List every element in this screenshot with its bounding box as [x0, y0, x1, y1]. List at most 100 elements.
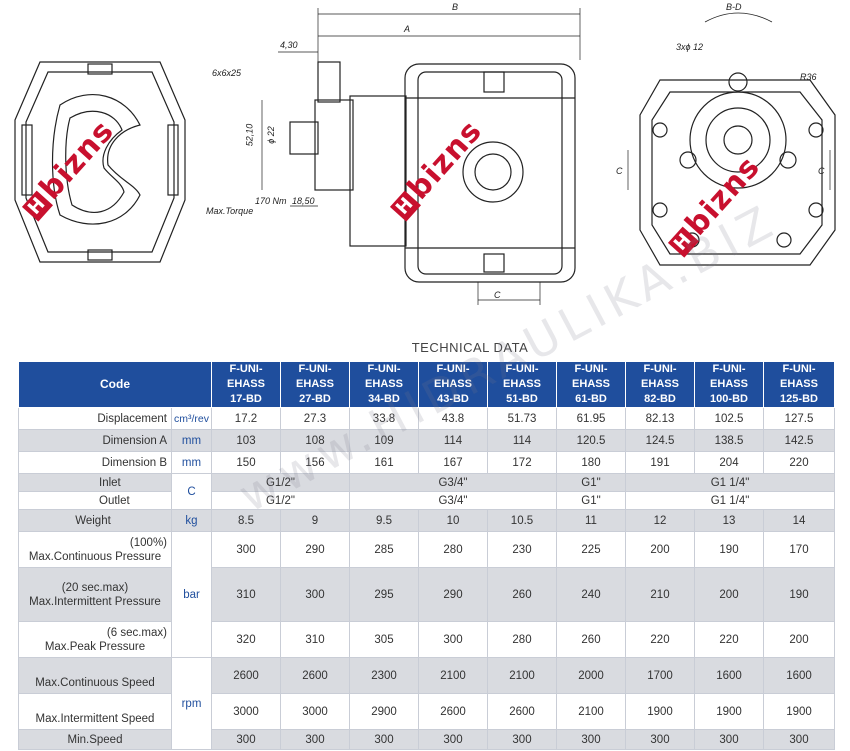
dim-a-label: A	[404, 24, 411, 34]
table-cell: 300	[418, 729, 488, 750]
table-cell: 300	[487, 729, 557, 750]
row-label: (100%)Max.Continuous Pressure	[18, 531, 172, 568]
table-cell: 300	[211, 729, 281, 750]
row-label: Inlet	[18, 473, 172, 492]
table-cell: 300	[349, 729, 419, 750]
dim-430-label: 4,30	[280, 40, 298, 50]
table-cell: 2100	[556, 693, 626, 730]
table-cell: 114	[487, 429, 557, 452]
row-label: (20 sec.max)Max.Intermittent Pressure	[18, 567, 172, 622]
table-cell: 180	[556, 451, 626, 474]
table-cell: 190	[763, 567, 835, 622]
table-cell: 300	[556, 729, 626, 750]
technical-data-title: TECHNICAL DATA	[411, 340, 529, 355]
table-cell: 1600	[763, 657, 835, 694]
table-cell: G1"	[556, 473, 626, 492]
dimension-a-row: Dimension A mm 103 108 109 114 114 120.5…	[18, 429, 835, 452]
pump-drawing-svg	[14, 8, 836, 305]
table-cell: 2600	[487, 693, 557, 730]
table-cell: 3000	[211, 693, 281, 730]
row-label: (6 sec.max)Max.Peak Pressure	[18, 621, 172, 658]
table-cell: G1/2"	[211, 473, 350, 492]
table-cell: 280	[418, 531, 488, 568]
table-cell: 124.5	[625, 429, 695, 452]
table-cell: 2600	[280, 657, 350, 694]
row-unit: kg	[171, 509, 212, 532]
table-cell: 172	[487, 451, 557, 474]
dimension-b-row: Dimension B mm 150 156 161 167 172 180 1…	[18, 451, 835, 474]
weight-row: Weight kg 8.5 9 9.5 10 10.5 11 12 13 14	[18, 509, 835, 532]
table-cell: G1 1/4"	[625, 473, 835, 492]
table-cell: 17.2	[211, 407, 281, 430]
table-cell: G1/2"	[211, 491, 350, 510]
table-cell: 300	[763, 729, 835, 750]
table-cell: 13	[694, 509, 764, 532]
table-cell: 127.5	[763, 407, 835, 430]
inlet-row: Inlet C G1/2" G3/4" G1" G1 1/4"	[18, 473, 835, 510]
min-speed-row: Min.Speed 300 300 300 300 300 300 300 30…	[18, 729, 835, 750]
table-cell: 2100	[418, 657, 488, 694]
table-cell: 320	[211, 621, 281, 658]
table-cell: 109	[349, 429, 419, 452]
row-label: Outlet	[18, 491, 172, 510]
table-cell: 10	[418, 509, 488, 532]
table-cell: 8.5	[211, 509, 281, 532]
table-cell: 170	[763, 531, 835, 568]
table-cell: 295	[349, 567, 419, 622]
table-cell: 1900	[625, 693, 695, 730]
int-pressure-row: (20 sec.max)Max.Intermittent Pressure 31…	[18, 567, 835, 622]
row-label: Max.Intermittent Speed	[18, 693, 172, 730]
table-cell: 290	[280, 531, 350, 568]
table-cell: G3/4"	[349, 473, 557, 492]
row-unit: cm³/rev	[171, 407, 212, 430]
table-cell: 3000	[280, 693, 350, 730]
table-cell: 190	[694, 531, 764, 568]
table-cell: 220	[694, 621, 764, 658]
table-cell: 204	[694, 451, 764, 474]
table-cell: 240	[556, 567, 626, 622]
table-cell: 225	[556, 531, 626, 568]
table-cell: 103	[211, 429, 281, 452]
table-cell: 300	[211, 531, 281, 568]
row-label: Displacement	[18, 407, 172, 430]
table-cell: 210	[625, 567, 695, 622]
keyway-label: 6x6x25	[212, 68, 242, 78]
table-cell: 1900	[694, 693, 764, 730]
table-cell: 33.8	[349, 407, 419, 430]
table-cell: 260	[487, 567, 557, 622]
row-unit: C	[171, 473, 212, 510]
table-cell: 310	[211, 567, 281, 622]
table-cell: G3/4"	[349, 491, 557, 510]
table-cell: 2600	[418, 693, 488, 730]
code-header: Code	[18, 361, 212, 408]
table-cell: 1900	[763, 693, 835, 730]
table-cell: 156	[280, 451, 350, 474]
table-cell: 230	[487, 531, 557, 568]
front-view-left	[14, 61, 186, 263]
table-cell: 1700	[625, 657, 695, 694]
table-cell: 285	[349, 531, 419, 568]
table-cell: 300	[694, 729, 764, 750]
table-cell: 2100	[487, 657, 557, 694]
table-cell: 114	[418, 429, 488, 452]
table-cell: 82.13	[625, 407, 695, 430]
table-cell: 280	[487, 621, 557, 658]
table-cell: 220	[763, 451, 835, 474]
table-cell: 167	[418, 451, 488, 474]
row-label: Dimension A	[18, 429, 172, 452]
table-cell: 191	[625, 451, 695, 474]
table-cell: 2900	[349, 693, 419, 730]
outlet-row: Outlet G1/2" G3/4" G1" G1 1/4"	[18, 491, 835, 510]
cont-speed-row: Max.Continuous Speed rpm 2600 2600 2300 …	[18, 657, 835, 750]
table-cell: 120.5	[556, 429, 626, 452]
dim-b-label: B	[452, 2, 459, 12]
row-label: Dimension B	[18, 451, 172, 474]
